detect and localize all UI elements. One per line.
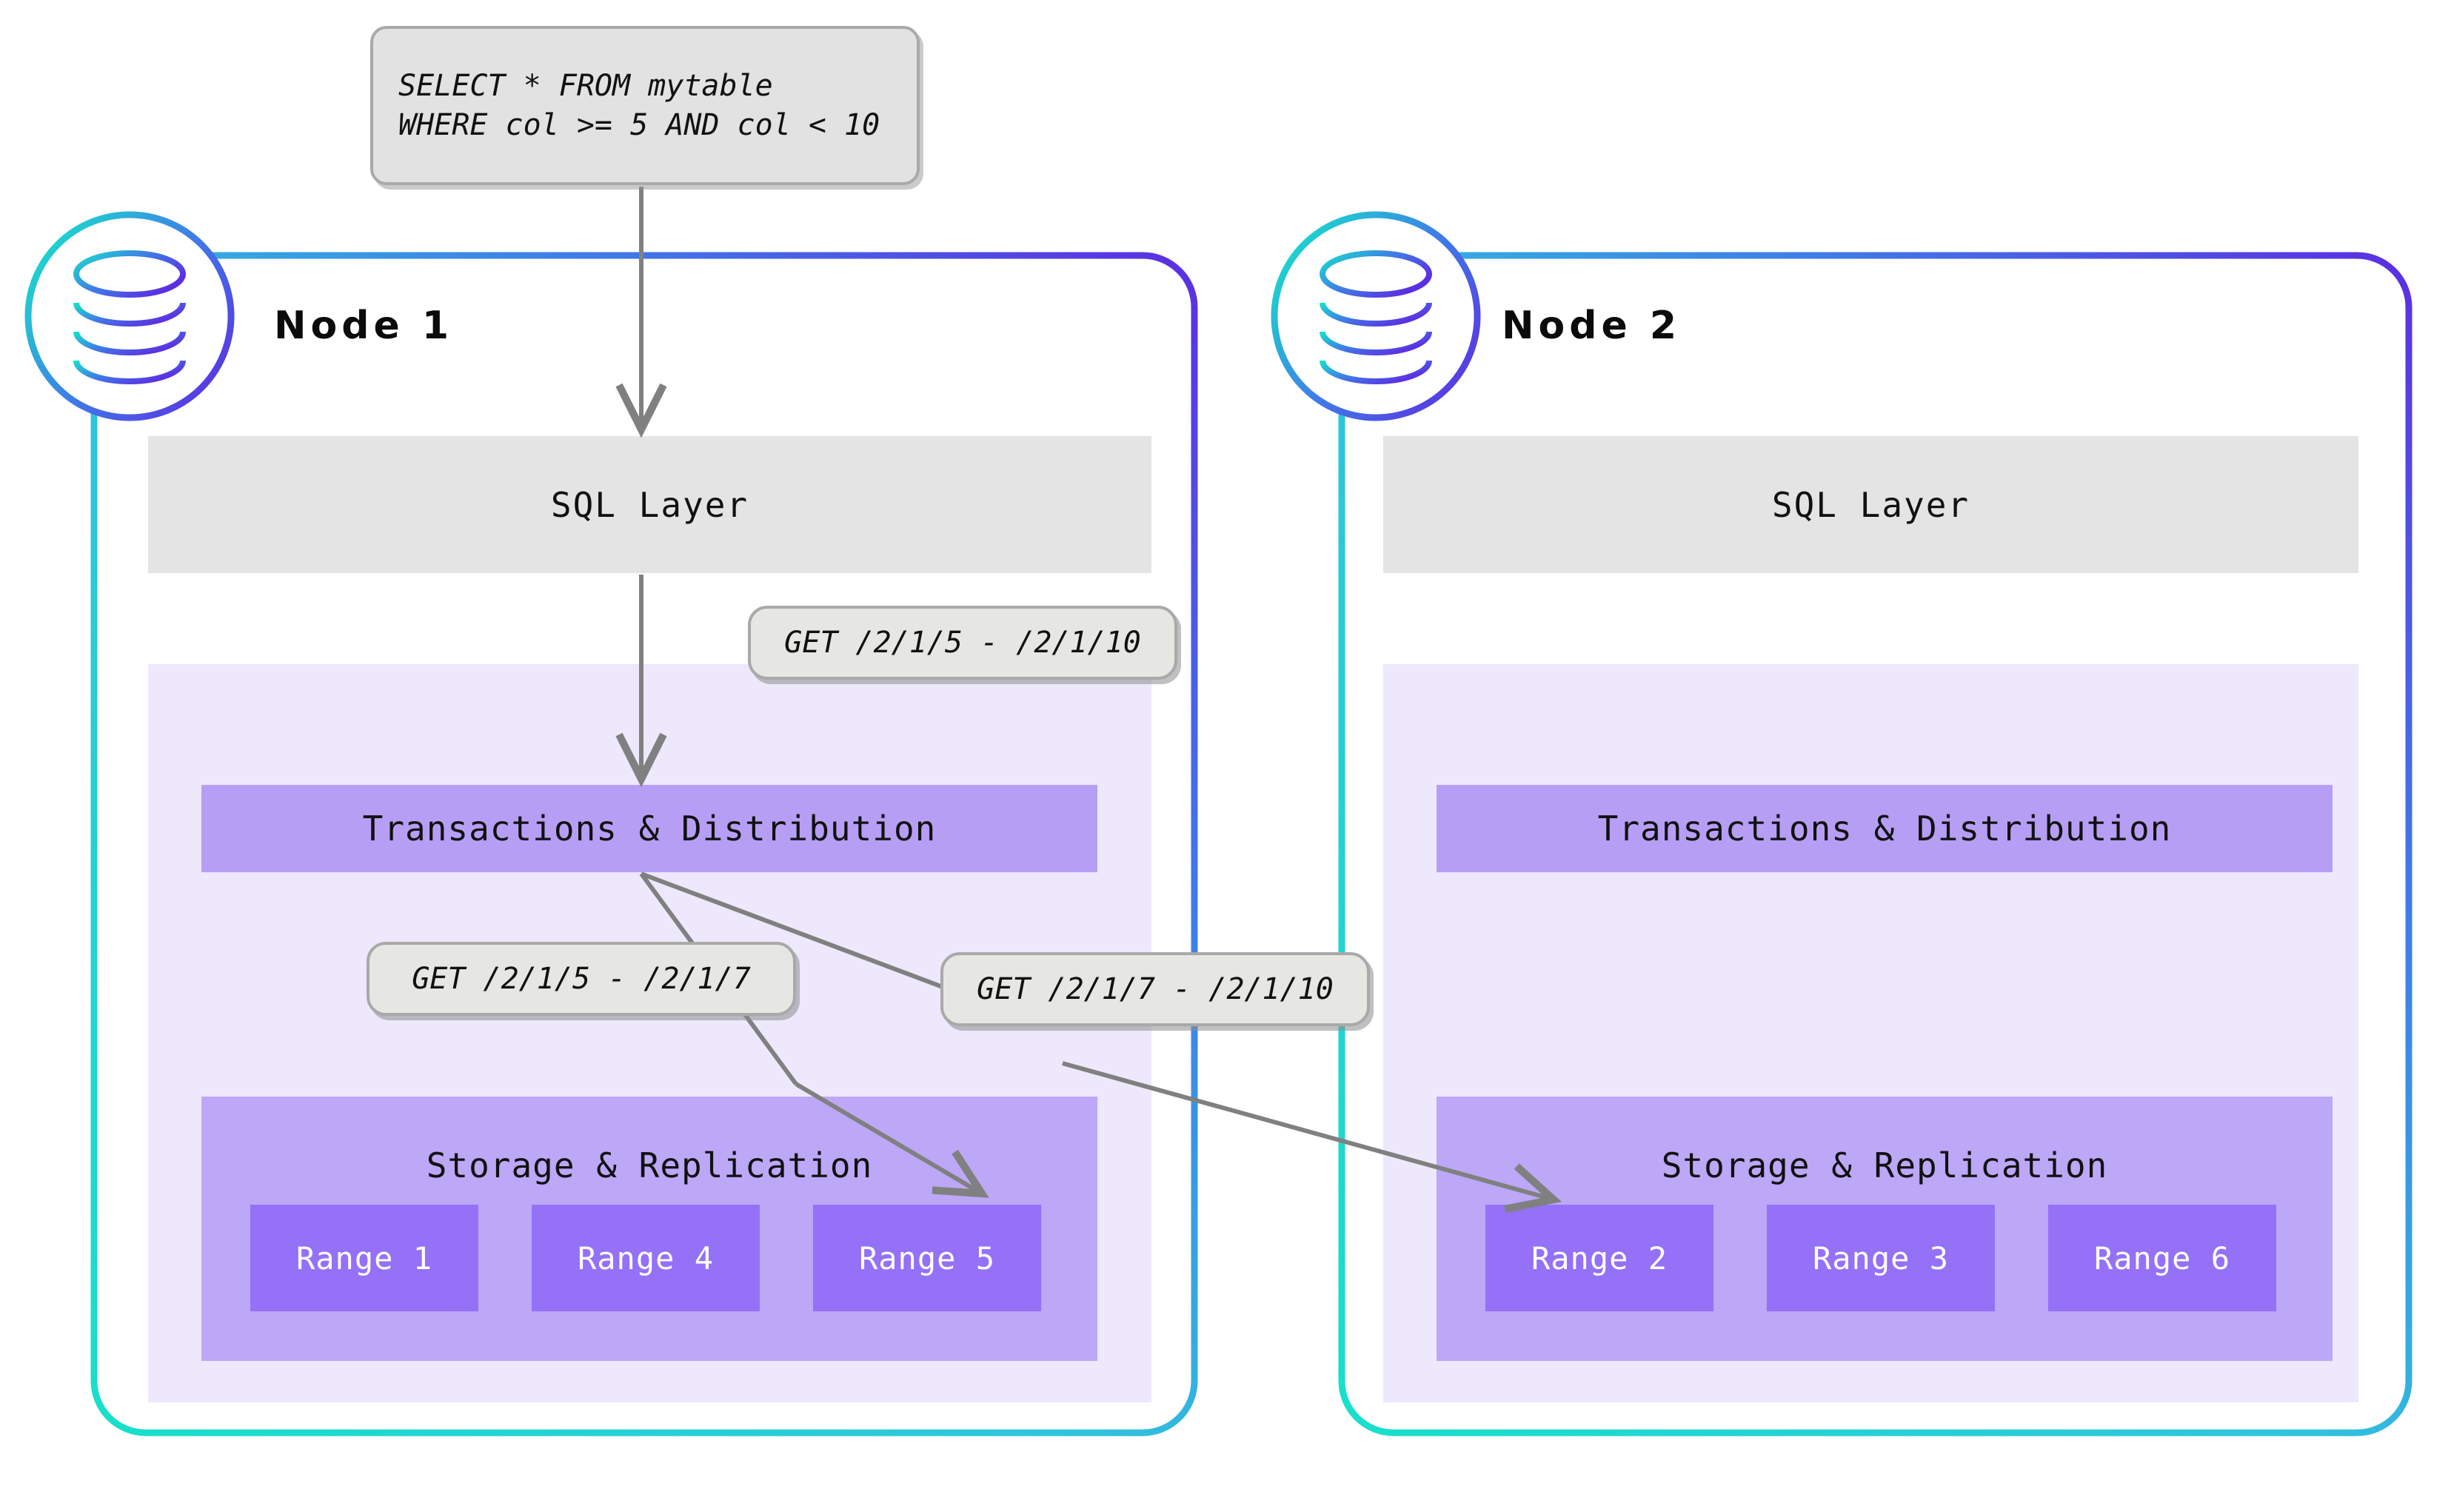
node-1-range-0[interactable]: Range 1 <box>250 1205 478 1311</box>
sql-query-box: SELECT * FROM mytable WHERE col >= 5 AND… <box>370 26 920 185</box>
node-2-range-2-label: Range 6 <box>2093 1240 2230 1277</box>
node-2-storage-replication-label: Storage & Replication <box>1661 1145 2108 1185</box>
sql-query-line-1: SELECT * FROM mytable <box>398 68 773 103</box>
node-2-range-0-label: Range 2 <box>1531 1240 1668 1277</box>
node-1-range-0-label: Range 1 <box>295 1240 432 1277</box>
node-1-range-1-label: Range 4 <box>577 1240 714 1277</box>
node-1-border <box>90 252 1198 1436</box>
node-2-sql-layer-label: SQL Layer <box>1771 484 1970 525</box>
node-2-database-icon <box>1271 211 1481 421</box>
node-1-range-1[interactable]: Range 4 <box>532 1205 760 1311</box>
callout-range-request-right-text: GET /2/1/7 - /2/1/10 <box>977 972 1334 1006</box>
sql-query-line-2: WHERE col >= 5 AND col < 10 <box>398 107 880 142</box>
node-1-database-icon <box>24 211 235 421</box>
callout-kv-request-text: GET /2/1/5 - /2/1/10 <box>784 626 1141 660</box>
arrow-transactions-to-range-2 <box>640 872 968 998</box>
node-2-sql-layer: SQL Layer <box>1383 436 2358 573</box>
node-1-sql-layer: SQL Layer <box>148 436 1151 573</box>
callout-range-request-right: GET /2/1/7 - /2/1/10 <box>940 952 1370 1026</box>
node-2-transactions-distribution-label: Transactions & Distribution <box>1597 809 2172 849</box>
node-2-range-1-label: Range 3 <box>1812 1240 1949 1277</box>
node-2-range-1[interactable]: Range 3 <box>1767 1205 1995 1311</box>
node-2-transactions-distribution: Transactions & Distribution <box>1437 785 2333 872</box>
arrow-callout-right-to-range-2 <box>1062 1061 1562 1213</box>
node-2-title: Node 2 <box>1502 304 1682 348</box>
node-1-transactions-distribution: Transactions & Distribution <box>201 785 1097 872</box>
node-1-transactions-distribution-label: Transactions & Distribution <box>362 809 937 849</box>
node-1-storage-replication-label: Storage & Replication <box>426 1145 873 1185</box>
callout-kv-request: GET /2/1/5 - /2/1/10 <box>748 606 1177 680</box>
node-1-title: Node 1 <box>274 304 454 348</box>
node-1-range-2[interactable]: Range 5 <box>813 1205 1041 1311</box>
node-2-border <box>1338 252 2412 1436</box>
callout-range-request-left: GET /2/1/5 - /2/1/7 <box>367 942 796 1016</box>
callout-range-request-left-text: GET /2/1/5 - /2/1/7 <box>412 962 751 996</box>
node-2-range-0[interactable]: Range 2 <box>1485 1205 1713 1311</box>
node-1-sql-layer-label: SQL Layer <box>550 484 749 525</box>
node-2-range-2[interactable]: Range 6 <box>2048 1205 2276 1311</box>
arrow-callout-left-to-range-5 <box>795 1082 989 1198</box>
node-1-range-2-label: Range 5 <box>858 1240 995 1277</box>
